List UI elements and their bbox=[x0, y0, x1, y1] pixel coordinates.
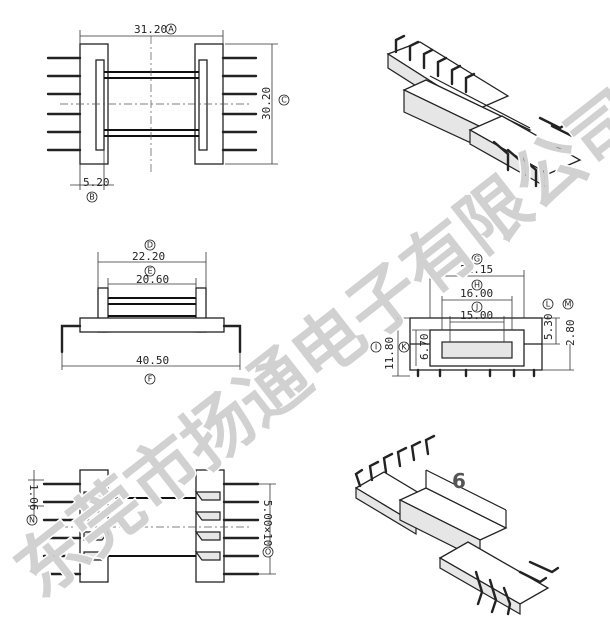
dim-c-value: 30.20 bbox=[260, 87, 273, 120]
dim-h-marker: H bbox=[471, 279, 483, 291]
dim-g-marker: G bbox=[471, 253, 483, 265]
svg-text:M: M bbox=[565, 300, 572, 309]
dim-f-marker: F bbox=[144, 373, 156, 385]
svg-text:L: L bbox=[546, 300, 551, 309]
isometric-view-top bbox=[386, 34, 582, 190]
dim-o-marker: O bbox=[262, 546, 274, 558]
dim-e-marker: E bbox=[144, 265, 156, 277]
svg-text:I: I bbox=[375, 343, 377, 352]
svg-text:F: F bbox=[148, 375, 153, 384]
svg-text:O: O bbox=[265, 548, 271, 557]
dim-f-value: 40.50 bbox=[136, 354, 169, 367]
dim-n-marker: N bbox=[26, 514, 38, 526]
page-number: 6 bbox=[452, 469, 466, 493]
dim-m-value: 2.80 bbox=[564, 320, 577, 347]
svg-text:G: G bbox=[474, 255, 480, 264]
dim-d-value: 22.20 bbox=[132, 250, 165, 263]
dim-m-marker: M bbox=[562, 298, 574, 310]
dim-k-marker: K bbox=[398, 341, 410, 353]
dim-a-value: 31.20 bbox=[134, 23, 167, 36]
dim-b-value: 5.20 bbox=[83, 176, 110, 189]
dim-l-value: 5.30 bbox=[542, 314, 555, 341]
dim-j-marker: J bbox=[471, 301, 483, 313]
dim-b-marker: B bbox=[86, 191, 98, 203]
dim-j-value: 15.00 bbox=[460, 309, 493, 322]
svg-text:D: D bbox=[147, 241, 153, 250]
top-view bbox=[46, 30, 278, 190]
front-view bbox=[60, 252, 242, 370]
dim-e-value: 20.60 bbox=[136, 273, 169, 286]
svg-text:J: J bbox=[475, 303, 478, 312]
svg-text:K: K bbox=[401, 343, 407, 352]
dim-i-value: 11.80 bbox=[383, 337, 396, 370]
dim-c-marker: C bbox=[278, 94, 290, 106]
dim-o-value: 5.00×10 bbox=[261, 500, 274, 546]
dim-n-value: 1.06 bbox=[27, 484, 40, 511]
dim-d-marker: D bbox=[144, 239, 156, 251]
svg-text:H: H bbox=[474, 281, 480, 290]
side-view bbox=[392, 270, 574, 378]
dim-a-marker: A bbox=[165, 23, 177, 35]
dim-h-value: 16.00 bbox=[460, 287, 493, 300]
svg-text:E: E bbox=[147, 267, 152, 276]
dim-g-value: 21.15 bbox=[460, 263, 493, 276]
svg-text:C: C bbox=[281, 96, 287, 105]
svg-text:B: B bbox=[89, 193, 95, 202]
dim-i-marker: I bbox=[370, 341, 382, 353]
svg-text:N: N bbox=[29, 516, 35, 525]
svg-text:A: A bbox=[168, 25, 174, 34]
isometric-view-bottom bbox=[354, 434, 560, 616]
dim-k-value: 6.70 bbox=[418, 334, 431, 361]
bottom-view bbox=[28, 469, 276, 583]
dim-l-marker: L bbox=[542, 298, 554, 310]
